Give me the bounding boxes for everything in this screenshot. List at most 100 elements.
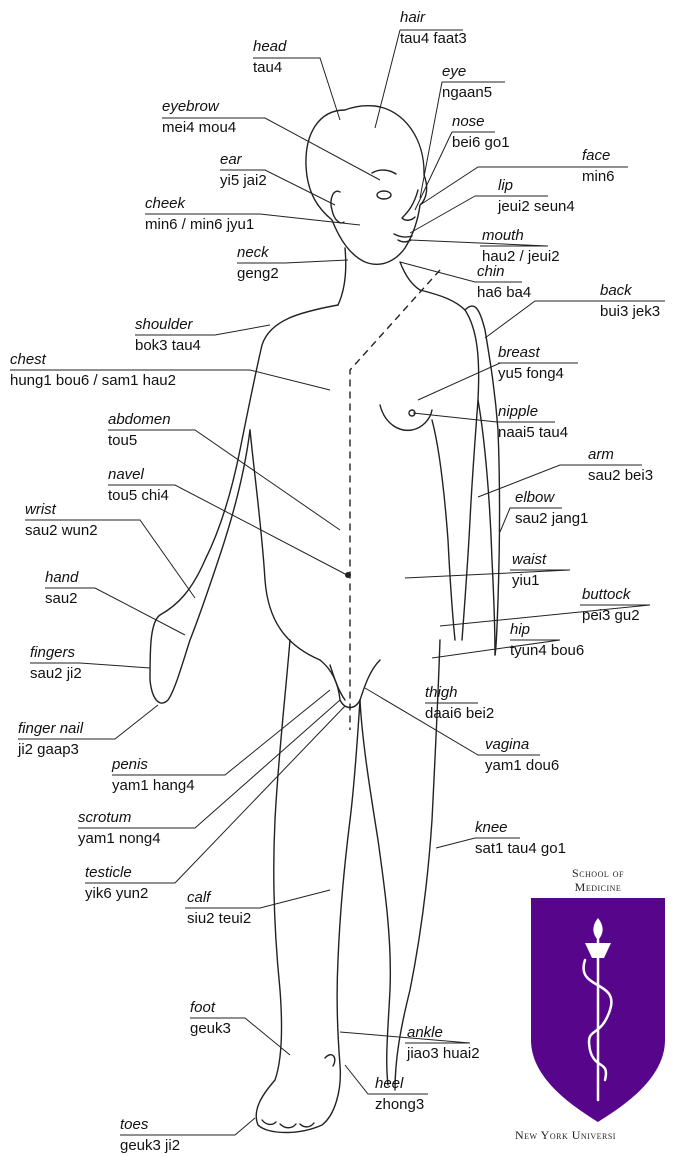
label-finger-nail-ca: ji2 gaap3 xyxy=(18,741,83,759)
label-navel-en: navel xyxy=(108,466,169,484)
label-calf: calf siu2 teui2 xyxy=(187,889,251,928)
label-face-ca: min6 xyxy=(582,168,615,186)
label-wrist-en: wrist xyxy=(25,501,98,519)
label-testicle-en: testicle xyxy=(85,864,148,882)
label-chest: chest hung1 bou6 / sam1 hau2 xyxy=(10,351,176,390)
label-shoulder: shoulder bok3 tau4 xyxy=(135,316,201,355)
label-navel-ca: tou5 chi4 xyxy=(108,487,169,505)
label-chin: chin ha6 ba4 xyxy=(477,263,531,302)
label-foot: foot geuk3 xyxy=(190,999,231,1038)
label-penis-en: penis xyxy=(112,756,195,774)
label-thigh-en: thigh xyxy=(425,684,494,702)
label-breast: breast yu5 fong4 xyxy=(498,344,564,383)
label-face: face min6 xyxy=(582,147,615,186)
label-fingers-ca: sau2 ji2 xyxy=(30,665,82,683)
logo-university-text: New York Universi xyxy=(515,1128,677,1143)
label-breast-en: breast xyxy=(498,344,564,362)
label-calf-en: calf xyxy=(187,889,251,907)
logo-line2: Medicine xyxy=(528,880,668,894)
label-nipple-en: nipple xyxy=(498,403,568,421)
label-waist-en: waist xyxy=(512,551,546,569)
label-buttock-ca: pei3 gu2 xyxy=(582,607,640,625)
label-finger-nail: finger nail ji2 gaap3 xyxy=(18,720,83,759)
label-elbow: elbow sau2 jang1 xyxy=(515,489,588,528)
label-testicle: testicle yik6 yun2 xyxy=(85,864,148,903)
label-buttock: buttock pei3 gu2 xyxy=(582,586,640,625)
label-nipple: nipple naai5 tau4 xyxy=(498,403,568,442)
label-lip-en: lip xyxy=(498,177,575,195)
label-chin-ca: ha6 ba4 xyxy=(477,284,531,302)
label-head: head tau4 xyxy=(253,38,286,77)
label-head-ca: tau4 xyxy=(253,59,286,77)
nyu-shield xyxy=(531,898,665,1122)
label-testicle-ca: yik6 yun2 xyxy=(85,885,148,903)
label-abdomen-ca: tou5 xyxy=(108,432,171,450)
label-eyebrow-en: eyebrow xyxy=(162,98,236,116)
label-finger-nail-en: finger nail xyxy=(18,720,83,738)
label-ankle-en: ankle xyxy=(407,1024,480,1042)
label-elbow-en: elbow xyxy=(515,489,588,507)
label-vagina: vagina yam1 dou6 xyxy=(485,736,559,775)
label-breast-ca: yu5 fong4 xyxy=(498,365,564,383)
label-wrist: wrist sau2 wun2 xyxy=(25,501,98,540)
label-cheek-ca: min6 / min6 jyu1 xyxy=(145,216,254,234)
label-head-en: head xyxy=(253,38,286,56)
label-scrotum-ca: yam1 nong4 xyxy=(78,830,161,848)
label-thigh-ca: daai6 bei2 xyxy=(425,705,494,723)
label-heel: heel zhong3 xyxy=(375,1075,424,1114)
label-hair-ca: tau4 faat3 xyxy=(400,30,467,48)
label-arm-ca: sau2 bei3 xyxy=(588,467,653,485)
label-hair: hair tau4 faat3 xyxy=(400,9,467,48)
label-cheek: cheek min6 / min6 jyu1 xyxy=(145,195,254,234)
label-mouth-en: mouth xyxy=(482,227,560,245)
label-wrist-ca: sau2 wun2 xyxy=(25,522,98,540)
label-cheek-en: cheek xyxy=(145,195,254,213)
label-eye: eye ngaan5 xyxy=(442,63,492,102)
label-eye-ca: ngaan5 xyxy=(442,84,492,102)
label-heel-ca: zhong3 xyxy=(375,1096,424,1114)
label-knee: knee sat1 tau4 go1 xyxy=(475,819,566,858)
label-hip: hip tyun4 bou6 xyxy=(510,621,584,660)
label-neck-en: neck xyxy=(237,244,279,262)
label-arm: arm sau2 bei3 xyxy=(588,446,653,485)
logo-line1: School of xyxy=(528,866,668,880)
label-fingers-en: fingers xyxy=(30,644,82,662)
label-back: back bui3 jek3 xyxy=(600,282,660,321)
label-shoulder-en: shoulder xyxy=(135,316,201,334)
label-eyebrow: eyebrow mei4 mou4 xyxy=(162,98,236,137)
label-toes-ca: geuk3 ji2 xyxy=(120,1137,180,1155)
label-arm-en: arm xyxy=(588,446,653,464)
label-vagina-en: vagina xyxy=(485,736,559,754)
label-nipple-ca: naai5 tau4 xyxy=(498,424,568,442)
label-eyebrow-ca: mei4 mou4 xyxy=(162,119,236,137)
label-foot-ca: geuk3 xyxy=(190,1020,231,1038)
label-waist: waist yiu1 xyxy=(512,551,546,590)
label-hand: hand sau2 xyxy=(45,569,78,608)
label-scrotum: scrotum yam1 nong4 xyxy=(78,809,161,848)
label-lip-ca: jeui2 seun4 xyxy=(498,198,575,216)
label-penis-ca: yam1 hang4 xyxy=(112,777,195,795)
label-buttock-en: buttock xyxy=(582,586,640,604)
ear-outline xyxy=(331,191,344,223)
label-knee-en: knee xyxy=(475,819,566,837)
label-abdomen: abdomen tou5 xyxy=(108,411,171,450)
label-ankle-ca: jiao3 huai2 xyxy=(407,1045,480,1063)
label-scrotum-en: scrotum xyxy=(78,809,161,827)
label-abdomen-en: abdomen xyxy=(108,411,171,429)
label-heel-en: heel xyxy=(375,1075,424,1093)
label-knee-ca: sat1 tau4 go1 xyxy=(475,840,566,858)
label-chin-en: chin xyxy=(477,263,531,281)
label-nose: nose bei6 go1 xyxy=(452,113,510,152)
label-toes: toes geuk3 ji2 xyxy=(120,1116,180,1155)
label-hair-en: hair xyxy=(400,9,467,27)
label-ear-en: ear xyxy=(220,151,267,169)
label-face-en: face xyxy=(582,147,615,165)
label-foot-en: foot xyxy=(190,999,231,1017)
label-elbow-ca: sau2 jang1 xyxy=(515,510,588,528)
logo-school-text: School of Medicine xyxy=(528,866,668,894)
head-outline xyxy=(306,106,427,265)
label-waist-ca: yiu1 xyxy=(512,572,546,590)
label-nose-en: nose xyxy=(452,113,510,131)
label-hand-en: hand xyxy=(45,569,78,587)
